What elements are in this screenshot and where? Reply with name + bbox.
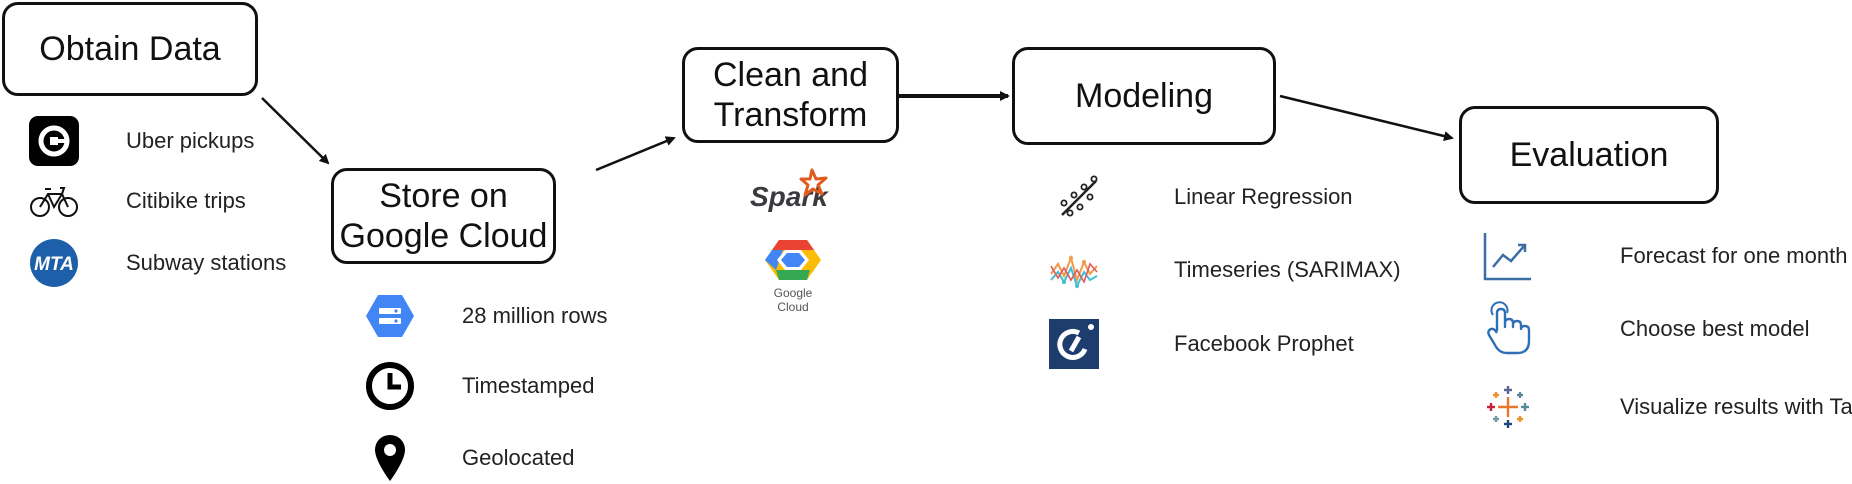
uber-logo-icon	[28, 115, 80, 167]
evaluation-item-label: Visualize results with Tableau	[1620, 394, 1852, 419]
step-store-label: Store on Google Cloud	[339, 177, 548, 255]
step-obtain-data: Obtain Data	[2, 2, 258, 96]
svg-text:MTA: MTA	[34, 254, 74, 275]
obtain-item-uber: Uber pickups	[28, 115, 254, 167]
step-evaluation: Evaluation	[1459, 106, 1719, 204]
spark-wordmark: Spark	[750, 181, 829, 212]
step-store-google-cloud: Store on Google Cloud	[331, 168, 556, 264]
store-item-timestamp: Timestamped	[364, 360, 594, 412]
step-obtain-label: Obtain Data	[39, 30, 221, 68]
evaluation-item-tableau: Visualize results with Tableau	[1482, 381, 1852, 433]
location-pin-icon	[364, 432, 416, 484]
bicycle-icon	[28, 175, 80, 227]
tableau-logo-icon	[1482, 381, 1534, 433]
modeling-item-label: Linear Regression	[1174, 184, 1353, 209]
obtain-item-label: Uber pickups	[126, 128, 255, 153]
obtain-item-subway: MTA Subway stations	[28, 237, 286, 289]
modeling-item-prophet: Facebook Prophet	[1048, 318, 1354, 370]
prophet-logo-icon	[1048, 318, 1100, 370]
trend-chart-icon	[1482, 230, 1534, 282]
obtain-item-label: Citibike trips	[126, 188, 246, 213]
step-clean-label: Clean and Transform	[712, 56, 868, 134]
store-item-label: Geolocated	[462, 445, 575, 470]
google-cloud-wordmark: Google Cloud	[773, 286, 813, 314]
clock-icon	[364, 360, 416, 412]
modeling-item-label: Timeseries (SARIMAX)	[1174, 257, 1401, 282]
evaluation-item-forecast: Forecast for one month	[1482, 230, 1847, 282]
spark-logo: Spark	[746, 166, 836, 214]
modeling-item-label: Facebook Prophet	[1174, 331, 1354, 356]
step-modeling: Modeling	[1012, 47, 1276, 145]
arrow-store-to-clean	[595, 136, 676, 172]
evaluation-item-best-model: Choose best model	[1482, 301, 1810, 355]
step-evaluation-label: Evaluation	[1509, 136, 1669, 174]
mta-logo-icon: MTA	[28, 237, 80, 289]
modeling-item-timeseries: Timeseries (SARIMAX)	[1048, 244, 1401, 296]
regression-icon	[1052, 171, 1104, 223]
google-cloud-logo: Google Cloud	[758, 236, 828, 314]
hand-pointer-icon	[1482, 301, 1534, 355]
store-item-label: Timestamped	[462, 373, 595, 398]
modeling-item-linear-regression: Linear Regression	[1052, 171, 1353, 223]
step-clean-transform: Clean and Transform	[682, 47, 899, 143]
store-item-label: 28 million rows	[462, 303, 608, 328]
evaluation-item-label: Choose best model	[1620, 316, 1810, 341]
cloud-storage-icon	[364, 290, 416, 342]
arrow-modeling-to-evaluation	[1279, 94, 1454, 141]
step-modeling-label: Modeling	[1075, 77, 1213, 115]
evaluation-item-label: Forecast for one month	[1620, 243, 1848, 268]
obtain-item-citibike: Citibike trips	[28, 175, 246, 227]
store-item-rows: 28 million rows	[364, 290, 608, 342]
obtain-item-label: Subway stations	[126, 250, 287, 275]
timeseries-icon	[1048, 244, 1100, 296]
arrow-obtain-to-store	[261, 97, 330, 165]
store-item-geolocated: Geolocated	[364, 432, 575, 484]
